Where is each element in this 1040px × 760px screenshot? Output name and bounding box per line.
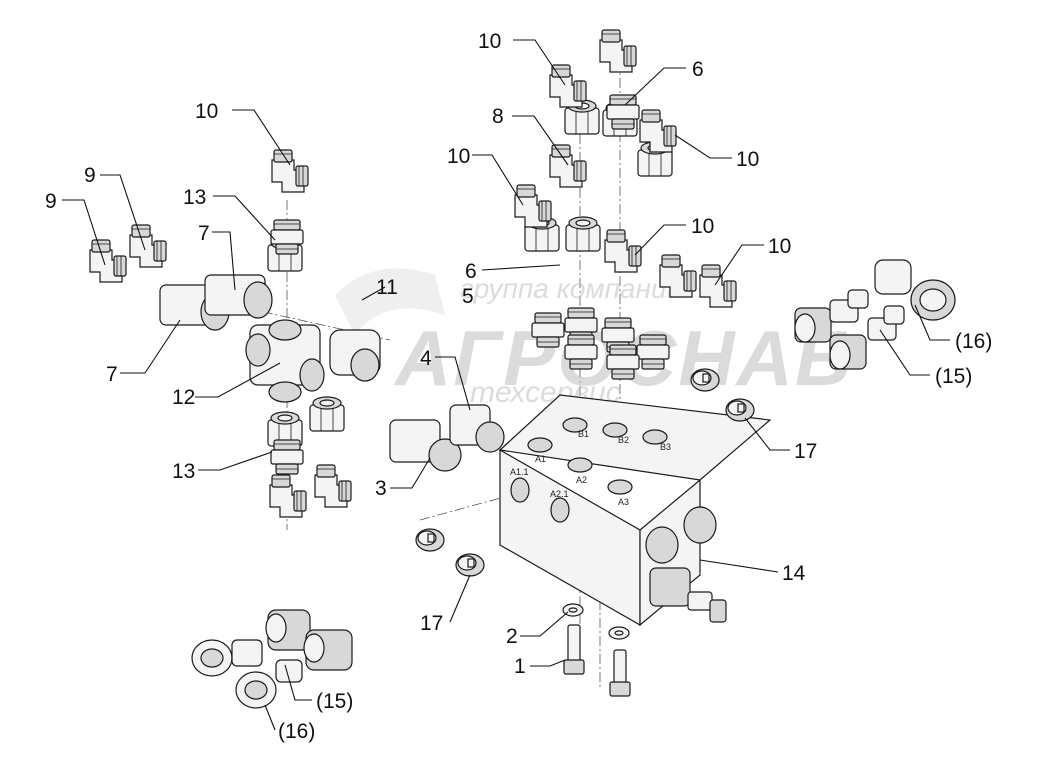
- callout-9: 9: [45, 190, 57, 213]
- callout-13: 13: [172, 460, 195, 483]
- callout-8: 8: [492, 105, 504, 128]
- small-hardware: [415, 368, 755, 697]
- left-fitting-group: [89, 149, 505, 518]
- port-label-b1: B1: [578, 429, 589, 439]
- callout-13: 13: [183, 186, 206, 209]
- callout-10: 10: [691, 215, 714, 238]
- port-label-a21: A2.1: [550, 489, 569, 499]
- callout-15: (15): [935, 365, 972, 388]
- callout-10: 10: [768, 235, 791, 258]
- callout-2: 2: [506, 625, 518, 648]
- callout-12: 12: [172, 386, 195, 409]
- callout-10: 10: [447, 145, 470, 168]
- watermark-line1: группа компаний: [460, 273, 683, 304]
- right-upper-parts: [794, 259, 956, 370]
- bottom-left-parts: [191, 609, 353, 709]
- callout-7: 7: [106, 363, 118, 386]
- port-label-a1: A1: [535, 454, 546, 464]
- block-side-fittings: [645, 506, 727, 623]
- callout-5: 5: [462, 285, 474, 308]
- watermark-emblem: [335, 268, 445, 335]
- port-label-b2: B2: [618, 435, 629, 445]
- callout-labels: 10 6 10 8 10 10 10 10 6 5 9 9 13 7 7 11 …: [45, 30, 992, 743]
- callout-11: 11: [376, 276, 398, 299]
- port-label-a11: A1.1: [510, 467, 529, 477]
- valve-block: A1.1 A2.1 A1 A2 B1 B2 B3 A3: [498, 394, 772, 627]
- callout-16: (16): [278, 720, 315, 743]
- callout-6: 6: [692, 58, 704, 81]
- callout-6: 6: [465, 260, 477, 283]
- callout-17: 17: [794, 440, 817, 463]
- callout-17: 17: [420, 612, 443, 635]
- callout-9: 9: [84, 164, 96, 187]
- callout-10: 10: [736, 148, 759, 171]
- callout-14: 14: [782, 562, 806, 585]
- callout-7: 7: [198, 222, 210, 245]
- callout-3: 3: [375, 477, 387, 500]
- port-label-b3: B3: [660, 442, 671, 452]
- callout-1: 1: [514, 655, 526, 678]
- leader-lines: [62, 39, 950, 731]
- callout-15: (15): [316, 690, 353, 713]
- callout-10: 10: [195, 100, 218, 123]
- callout-16: (16): [955, 330, 992, 353]
- callout-4: 4: [420, 347, 432, 370]
- port-label-a3: A3: [618, 497, 629, 507]
- callout-10: 10: [478, 30, 501, 53]
- port-label-a2: A2: [576, 475, 587, 485]
